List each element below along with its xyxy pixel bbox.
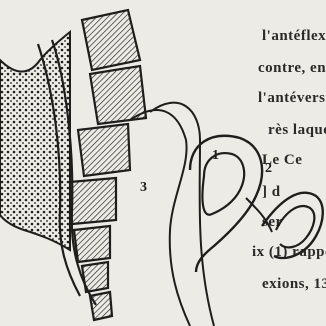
uterus-inner [202, 153, 244, 215]
pelvic-cavity-outline [130, 110, 190, 326]
figure-label-2: 2 [265, 161, 272, 177]
anterior-wall [150, 103, 214, 326]
bladder-neck [246, 198, 272, 232]
vertebra-5 [74, 226, 110, 262]
vertebra-7 [90, 292, 112, 320]
bladder-inner [276, 206, 314, 247]
vertebra-4 [70, 178, 116, 224]
vertebra-6 [82, 262, 108, 292]
vertebra-3 [78, 124, 130, 176]
vertebra-1 [82, 10, 140, 70]
figure-label-1: 1 [212, 148, 219, 164]
figure-label-3: 3 [140, 180, 147, 196]
